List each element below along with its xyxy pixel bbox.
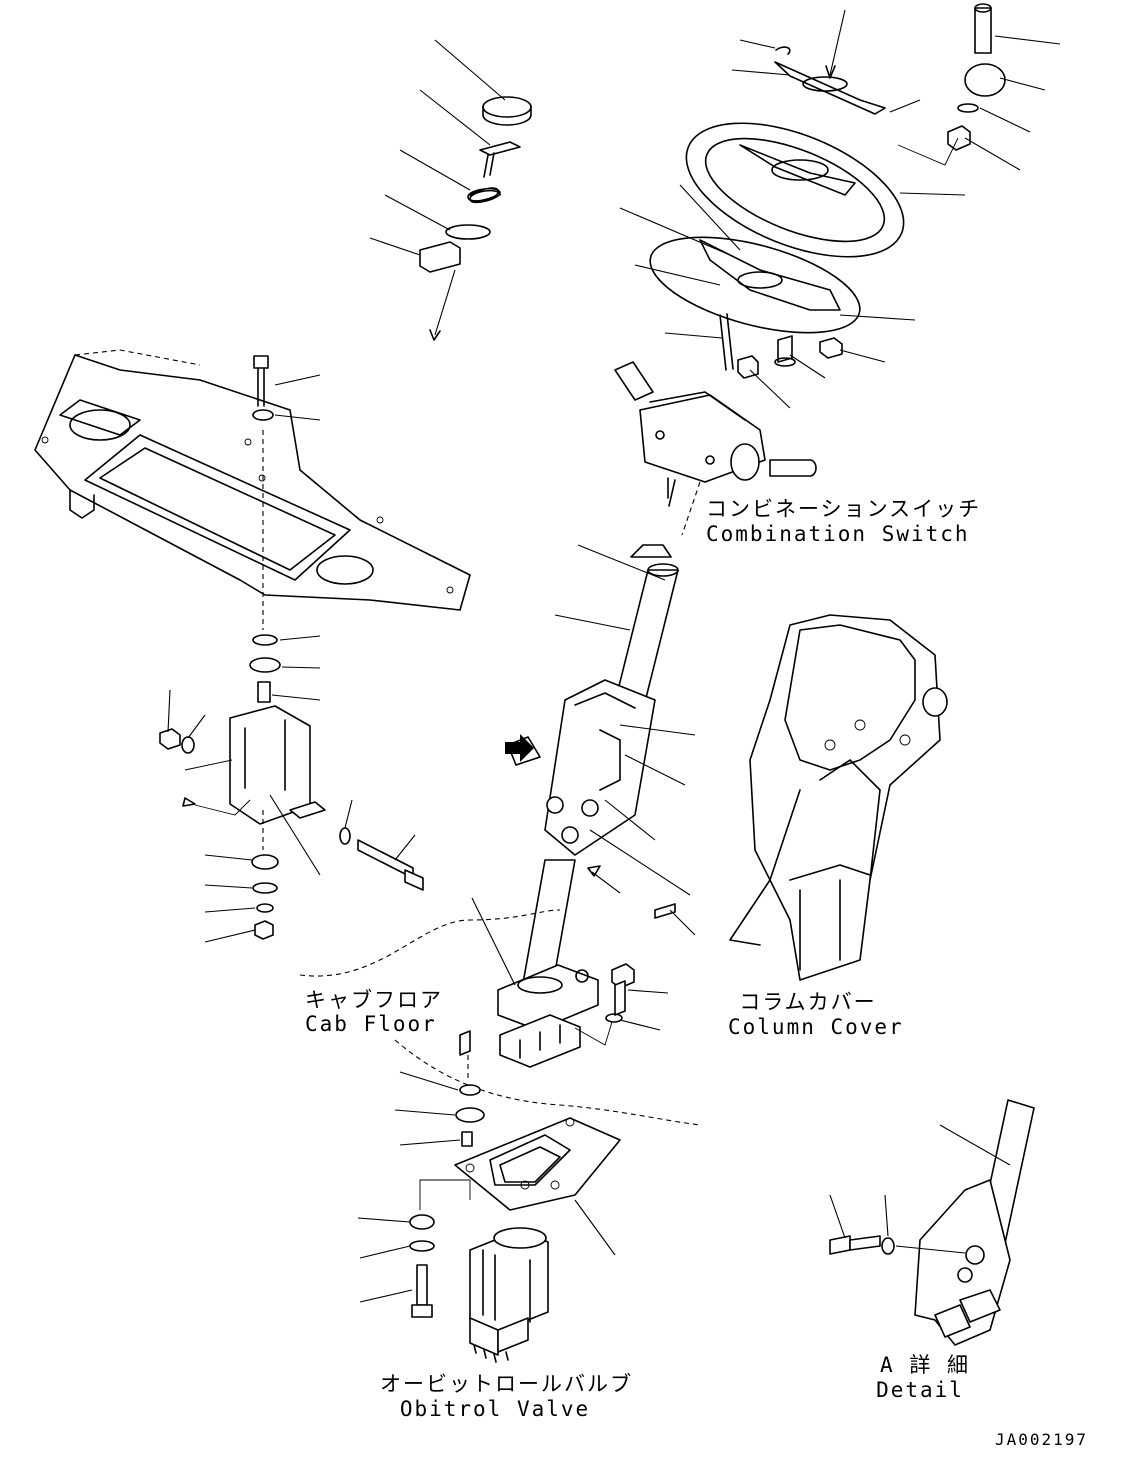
cab-floor-plate: [34, 349, 471, 611]
cab-floor-boundary-lower: [394, 1039, 701, 1126]
left-bracket-assembly: [159, 355, 424, 943]
orbitrol-valve-label-ja: オービットロールバルブ: [380, 1372, 633, 1396]
detail-a-view: [829, 1099, 1035, 1346]
steering-column: [471, 544, 696, 1068]
cap-spring-assembly: [369, 39, 532, 341]
column-cover-label-ja: コラムカバー: [739, 990, 877, 1014]
detail-label-en: Detail: [876, 1378, 964, 1402]
orbitrol-valve: [469, 1227, 549, 1363]
lower-mount-assembly: [357, 1030, 621, 1318]
combination-switch-assembly: [614, 361, 817, 536]
steering-wheel-assembly: [619, 3, 1061, 409]
cab-floor-label-ja: キャブフロア: [305, 988, 443, 1012]
combination-switch-label-en: Combination Switch: [706, 522, 970, 546]
combination-switch-label-ja: コンビネーションスイッチ: [706, 497, 982, 521]
column-cover: [729, 614, 948, 981]
cab-floor-boundary: [299, 909, 561, 977]
drawing-code: JA002197: [995, 1430, 1089, 1449]
detail-label-ja: A 詳 細: [880, 1353, 970, 1377]
orbitrol-valve-label-en: Obitrol Valve: [399, 1397, 591, 1421]
column-cover-label-en: Column Cover: [728, 1015, 904, 1039]
cab-floor-label-en: Cab Floor: [305, 1012, 437, 1036]
